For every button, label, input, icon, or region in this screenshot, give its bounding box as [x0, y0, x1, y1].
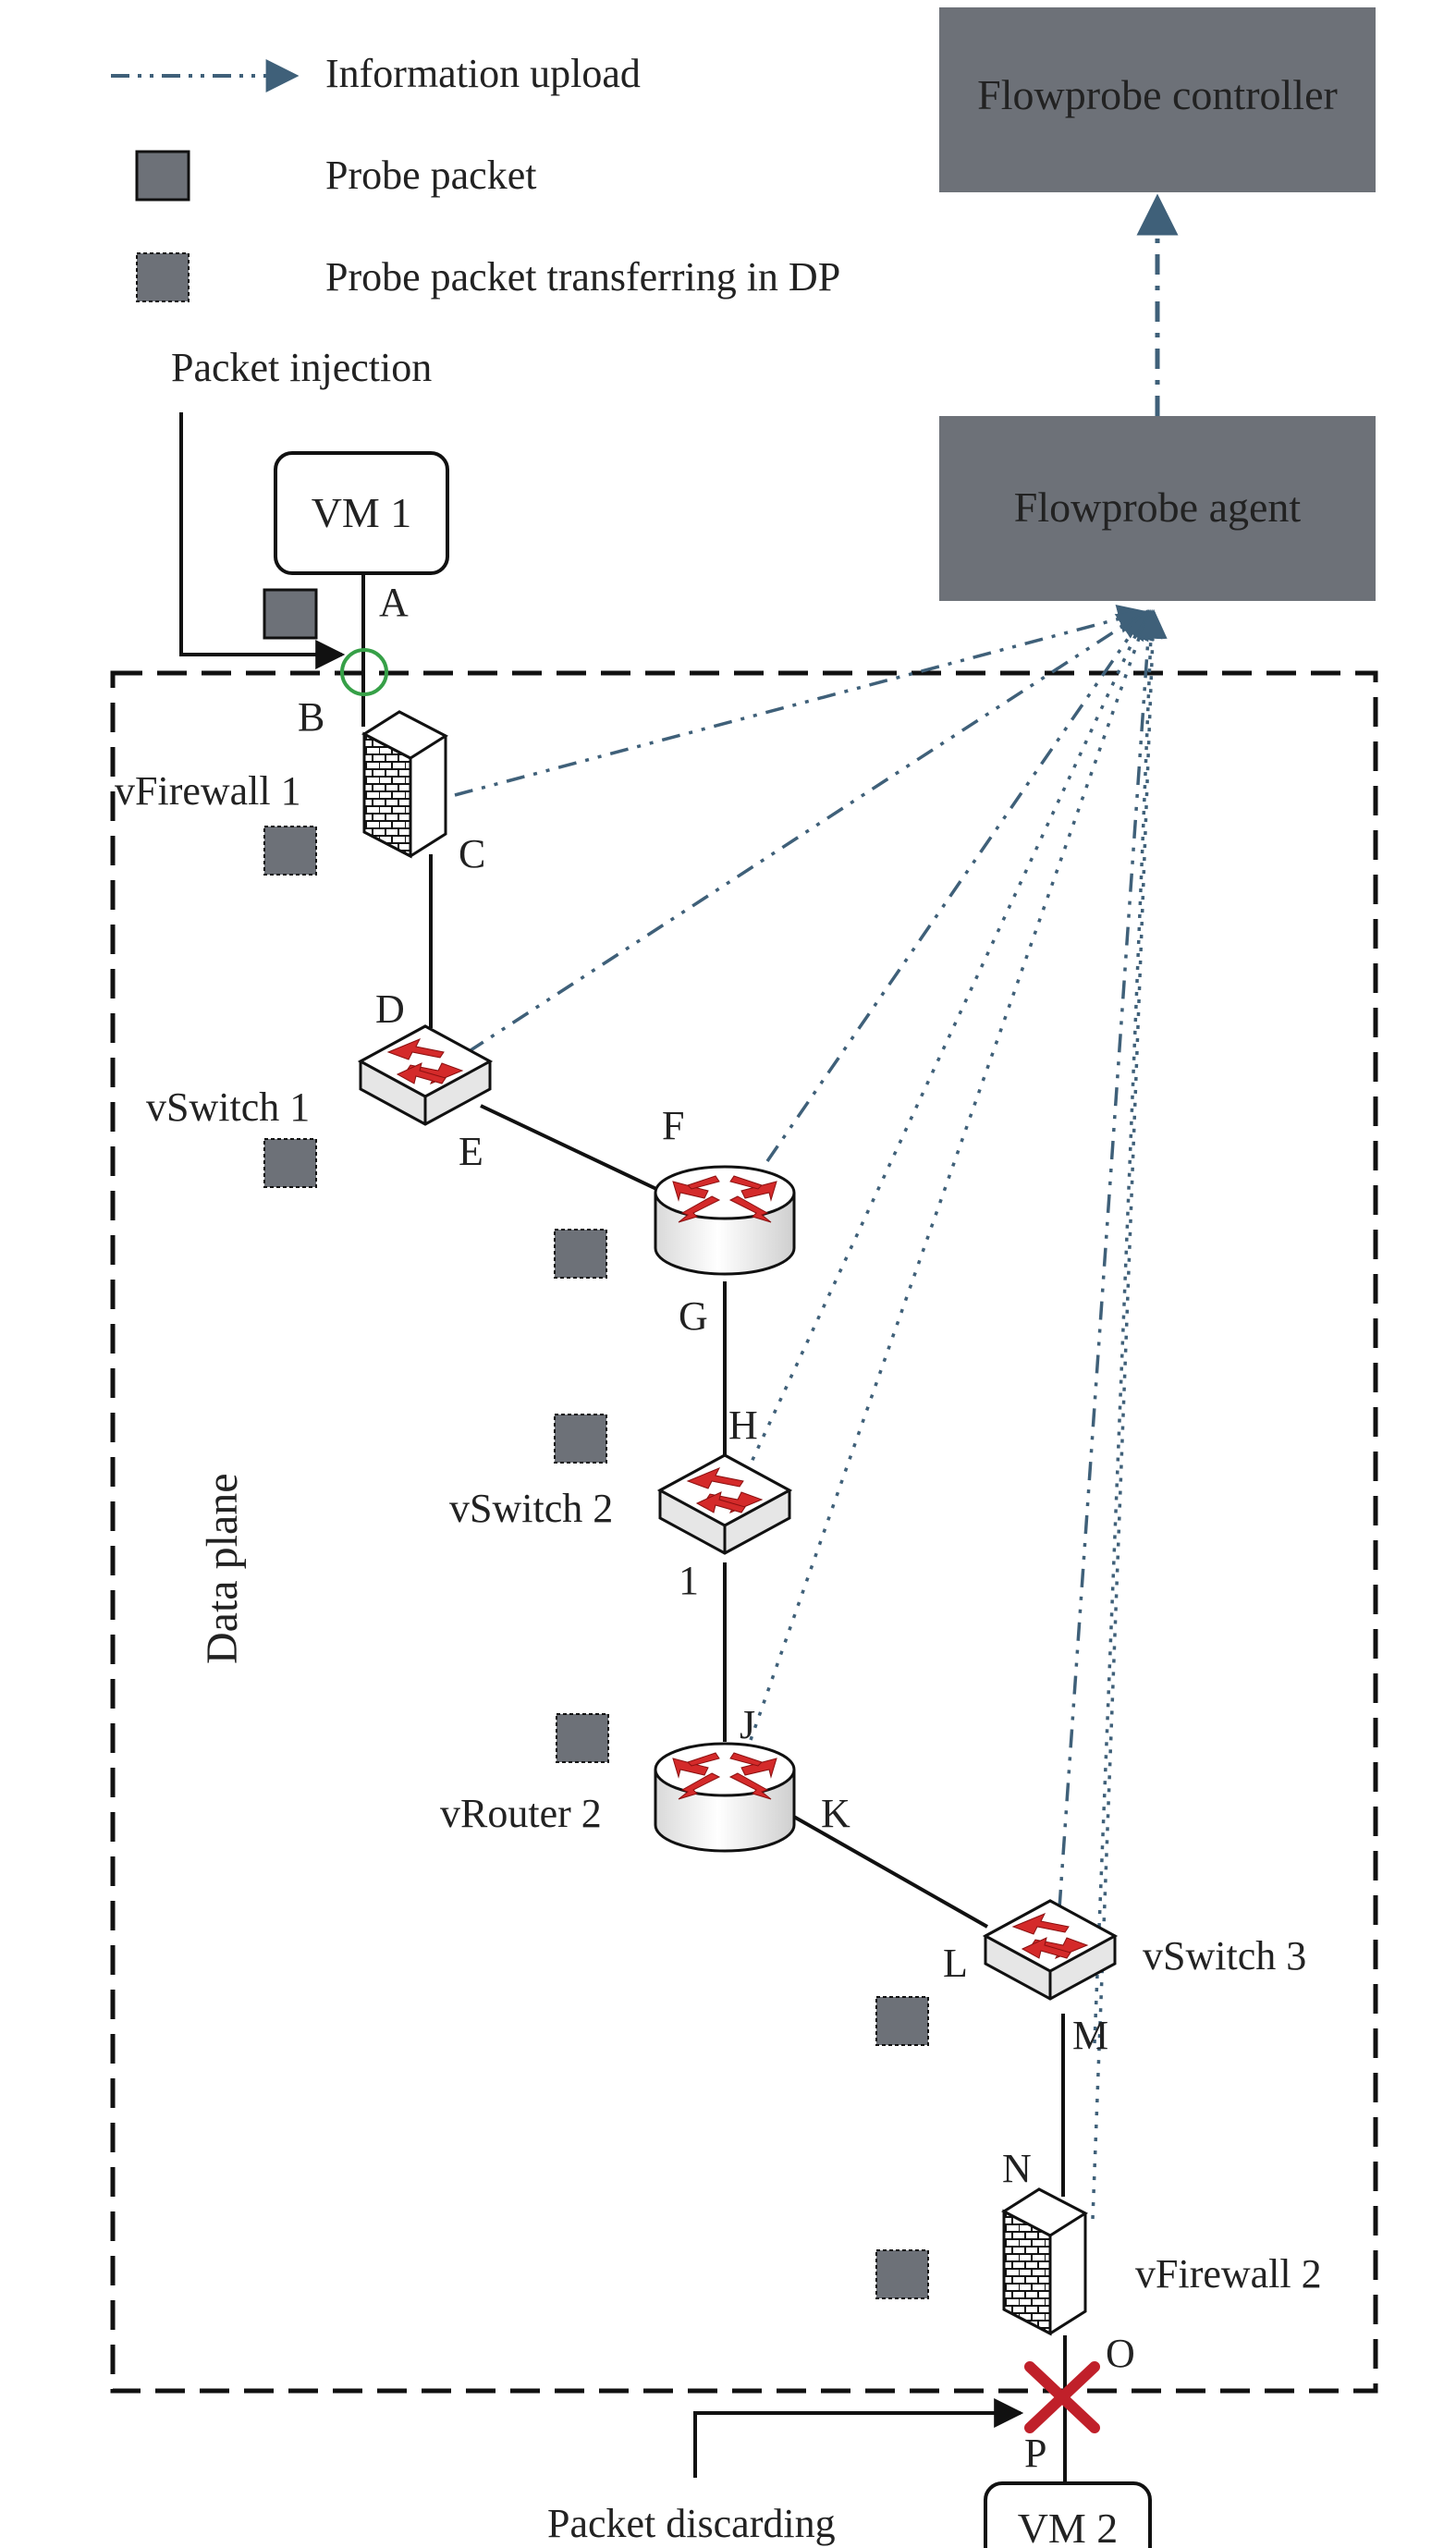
- vrouter1-icon: [654, 1165, 796, 1276]
- dp-probe-packet: [554, 1229, 607, 1279]
- vswitch3-label: vSwitch 3: [1143, 1933, 1306, 1978]
- dp-probe-packet: [554, 1414, 607, 1464]
- port-label-k: K: [821, 1791, 850, 1836]
- port-label-n: N: [1002, 2146, 1032, 2191]
- packet-injection: Packet injection: [171, 345, 432, 696]
- flowprobe-agent-label: Flowprobe agent: [1014, 484, 1302, 531]
- port-label-a: A: [379, 580, 409, 625]
- packet-injection-label: Packet injection: [171, 345, 432, 390]
- link-vrouter2-vswitch3: [785, 1810, 988, 1929]
- vfirewall2-icon: [1002, 2187, 1087, 2335]
- vswitch1-icon: [359, 1024, 492, 1126]
- vswitch2-icon: [658, 1453, 791, 1555]
- port-label-d: D: [375, 986, 405, 1032]
- upload-line-vswitch3-b: [1093, 608, 1166, 2044]
- vswitch1-label: vSwitch 1: [146, 1084, 310, 1130]
- vfirewall1-icon: [362, 710, 447, 858]
- vm2-label: VM 2: [1018, 2505, 1119, 2548]
- upload-line-vswitch2: [745, 609, 1149, 1473]
- vm2-box: [984, 2481, 1152, 2548]
- packet-injection-arrow: [179, 412, 346, 669]
- port-label-m: M: [1072, 2013, 1108, 2058]
- dp-probe-packet: [556, 1713, 609, 1763]
- upload-line-vfirewall2: [1091, 608, 1168, 2220]
- port-label-j: J: [740, 1702, 755, 1747]
- vm1-label: VM 1: [312, 489, 412, 536]
- legend-probe-dp-icon: [136, 252, 190, 302]
- link-vswitch1-vrouter1: [480, 1104, 657, 1191]
- port-label-g: G: [679, 1293, 708, 1339]
- port-label-o: O: [1106, 2331, 1135, 2376]
- packet-discarding-label: Packet discarding: [547, 2501, 836, 2546]
- flowprobe-agent-box: [939, 416, 1376, 601]
- upload-line-vswitch3-a: [1058, 608, 1163, 1909]
- legend-probe-label: Probe packet: [325, 153, 536, 198]
- port-label-l: L: [943, 1941, 968, 1986]
- legend: Information upload Probe packet Probe pa…: [111, 51, 840, 302]
- data-plane-label: Data plane: [198, 1473, 247, 1664]
- dp-probe-packet: [875, 2249, 929, 2299]
- upload-line-vrouter2: [749, 609, 1154, 1741]
- port-label-e: E: [459, 1129, 483, 1174]
- upload-line-vrouter1: [765, 609, 1148, 1162]
- port-label-f: F: [662, 1103, 684, 1148]
- port-label-b: B: [298, 694, 324, 740]
- vfirewall1-label: vFirewall 1: [115, 768, 301, 814]
- dp-probe-packet: [263, 826, 317, 876]
- port-label-h: H: [728, 1403, 758, 1448]
- port-labels: A B C D E F G H 1 J K L M N O P: [298, 580, 1135, 2476]
- data-plane-boundary: [110, 670, 1378, 2394]
- probe-packet-injected: [263, 588, 318, 640]
- drop-cross-icon: [1024, 2361, 1100, 2433]
- injection-point-marker: [340, 648, 388, 696]
- dp-probe-packets: [263, 826, 929, 2299]
- upload-lines: [454, 605, 1168, 2220]
- vrouter2-icon: [654, 1742, 796, 1853]
- vrouter2-label: vRouter 2: [440, 1791, 602, 1836]
- legend-probe-packet-icon: [135, 150, 190, 202]
- packet-discarding-arrow: [693, 2398, 1024, 2478]
- flowprobe-controller-label: Flowprobe controller: [977, 71, 1338, 118]
- legend-upload-label: Information upload: [325, 51, 641, 96]
- flowprobe-controller-box: [939, 7, 1376, 192]
- port-label-p: P: [1024, 2431, 1046, 2476]
- vfirewall2-label: vFirewall 2: [1135, 2251, 1322, 2297]
- upload-line-vswitch1: [467, 610, 1147, 1054]
- vm1-box: [274, 451, 449, 575]
- dp-probe-packet: [263, 1138, 317, 1188]
- port-label-c: C: [459, 831, 485, 876]
- legend-probe-dp-label: Probe packet transferring in DP: [325, 254, 840, 300]
- port-label-i: 1: [679, 1558, 699, 1603]
- upload-line-vfirewall1: [454, 605, 1148, 797]
- vswitch3-icon: [984, 1899, 1117, 2001]
- packet-discarding: Packet discarding: [547, 2361, 1100, 2546]
- vswitch2-label: vSwitch 2: [449, 1486, 613, 1531]
- dp-probe-packet: [875, 1996, 929, 2046]
